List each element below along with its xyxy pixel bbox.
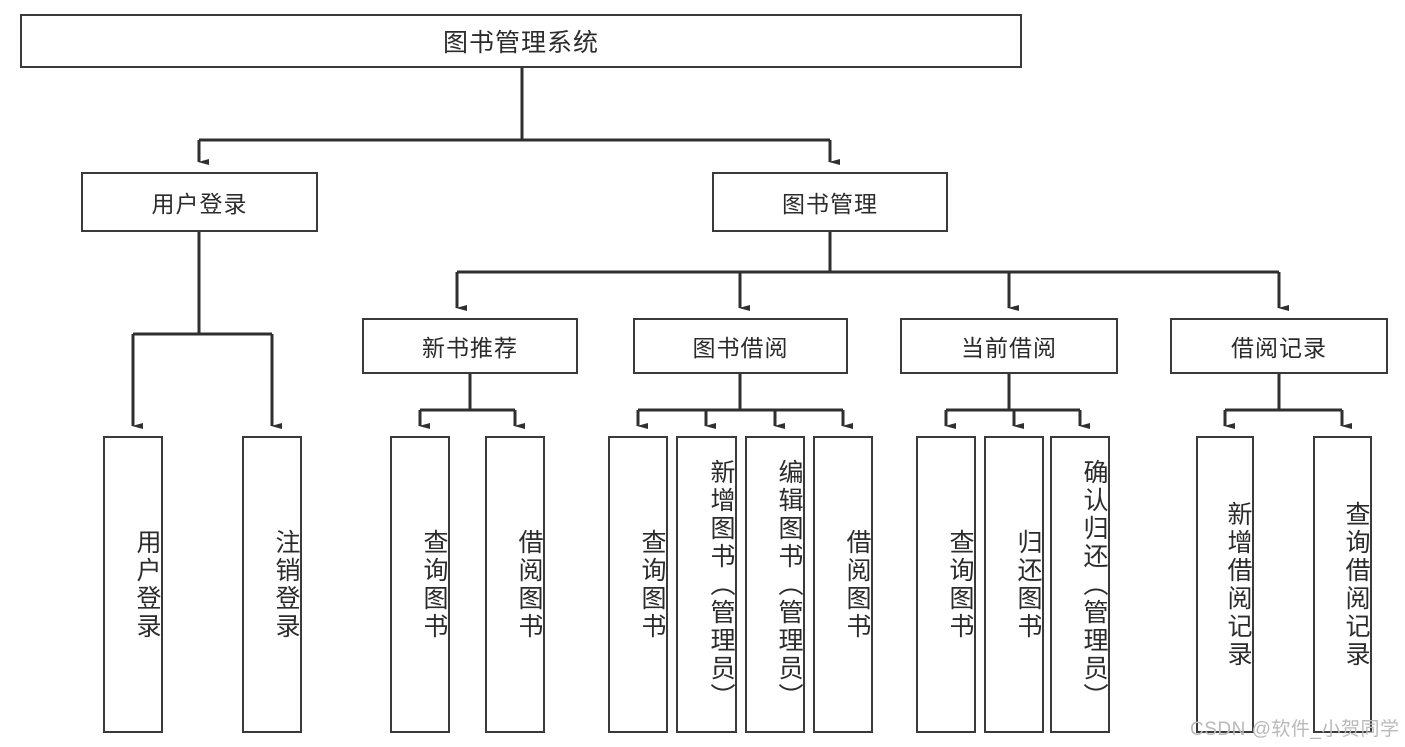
leaf-new-book-query-book[interactable]: 查询图书: [390, 436, 450, 733]
node-current-borrow[interactable]: 当前借阅: [900, 318, 1118, 374]
leaf-user-login-logout[interactable]: 注销登录: [242, 436, 302, 733]
node-user-login[interactable]: 用户登录: [81, 172, 318, 232]
leaf-borrow-records-add-record[interactable]: 新增借阅记录: [1196, 436, 1254, 733]
leaf-book-borrow-borrow-book[interactable]: 借阅图书: [813, 436, 873, 733]
leaf-current-borrow-confirm-return-admin[interactable]: 确认归还（管理员）: [1050, 436, 1110, 733]
leaf-user-login-login[interactable]: 用户登录: [103, 436, 163, 733]
node-new-book-recommend[interactable]: 新书推荐: [362, 318, 578, 374]
node-book-borrow[interactable]: 图书借阅: [633, 318, 848, 374]
leaf-book-borrow-query-book[interactable]: 查询图书: [608, 436, 668, 733]
leaf-book-borrow-edit-book-admin[interactable]: 编辑图书（管理员）: [745, 436, 805, 733]
leaf-book-borrow-add-book-admin[interactable]: 新增图书（管理员）: [676, 436, 737, 733]
csdn-watermark: CSDN @软件_小贺同学: [1190, 719, 1400, 740]
leaf-current-borrow-query-book[interactable]: 查询图书: [916, 436, 976, 733]
leaf-current-borrow-return-book[interactable]: 归还图书: [984, 436, 1044, 733]
node-book-management[interactable]: 图书管理: [712, 172, 948, 232]
node-root-book-management-system[interactable]: 图书管理系统: [20, 14, 1022, 68]
leaf-borrow-records-query-record[interactable]: 查询借阅记录: [1313, 436, 1372, 733]
node-borrow-records[interactable]: 借阅记录: [1170, 318, 1388, 374]
leaf-new-book-borrow-book[interactable]: 借阅图书: [485, 436, 545, 733]
